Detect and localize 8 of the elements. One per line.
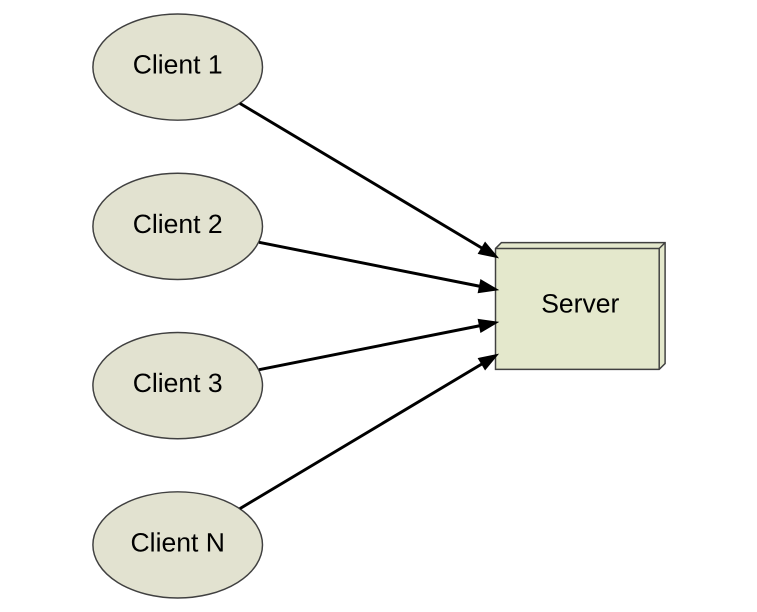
node-ellipse: Client 1 bbox=[92, 13, 263, 121]
node-ellipse: Client 3 bbox=[92, 332, 263, 440]
arrow bbox=[258, 240, 499, 294]
node-ellipse: Client 2 bbox=[92, 172, 263, 280]
node-ellipse: Client N bbox=[92, 491, 263, 599]
arrow bbox=[238, 354, 499, 510]
arrow bbox=[258, 318, 499, 372]
arrow bbox=[238, 102, 499, 258]
